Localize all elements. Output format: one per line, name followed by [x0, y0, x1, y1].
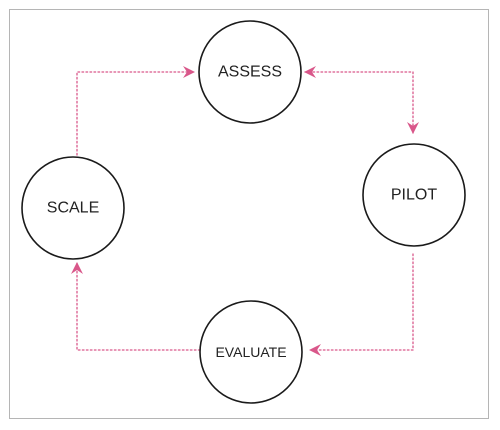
connector-assess-pilot — [304, 66, 419, 134]
node-scale-label: SCALE — [47, 200, 99, 217]
node-evaluate: EVALUATE — [199, 300, 303, 404]
node-evaluate-label: EVALUATE — [215, 344, 286, 360]
connector-scale-assess — [76, 66, 195, 156]
node-scale: SCALE — [21, 156, 125, 260]
connector-pilot-evaluate — [309, 253, 414, 356]
node-assess: ASSESS — [198, 20, 302, 124]
diagram-frame — [9, 9, 489, 419]
node-pilot: PILOT — [362, 143, 466, 247]
node-assess-label: ASSESS — [218, 64, 282, 81]
connector-evaluate-scale — [71, 262, 201, 351]
node-pilot-label: PILOT — [391, 187, 437, 204]
